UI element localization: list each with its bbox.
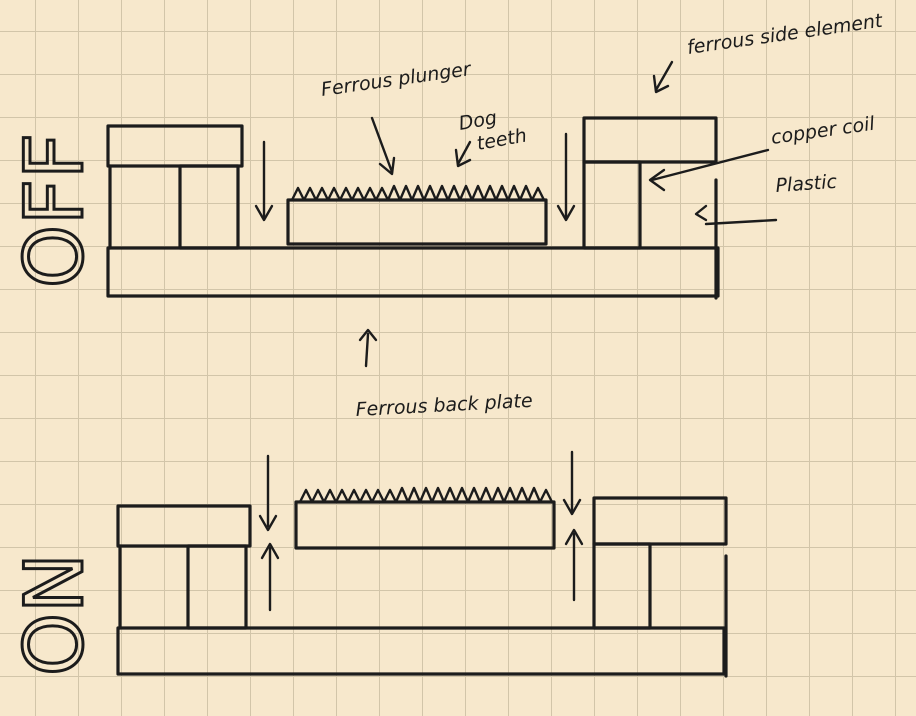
state-label-on: ON — [8, 553, 101, 676]
on-plunger — [294, 500, 556, 550]
plunger-pointer — [370, 116, 396, 176]
label-copper-coil: copper coil — [770, 113, 877, 149]
off-back-plate — [106, 246, 720, 298]
off-right-coil — [582, 160, 642, 250]
dog-teeth-pointer — [454, 140, 472, 168]
off-assembly — [106, 116, 720, 300]
on-back-plate — [116, 626, 726, 676]
state-label-off: OFF — [8, 133, 101, 288]
on-left-coil — [186, 544, 248, 630]
off-plunger — [286, 198, 548, 246]
off-down-arrow-left — [254, 140, 274, 222]
on-gap-arrows-right — [562, 450, 584, 602]
on-dog-teeth — [298, 486, 554, 504]
off-right-side-element — [582, 116, 718, 164]
on-left-side-element — [116, 504, 252, 548]
off-down-arrow-right — [556, 132, 576, 222]
back-plate-pointer — [358, 328, 378, 368]
label-ferrous-plunger: Ferrous plunger — [320, 58, 474, 101]
on-right-side-element — [592, 496, 728, 546]
off-dog-teeth — [290, 184, 546, 202]
plastic-pointer — [694, 204, 778, 226]
on-assembly — [116, 450, 728, 678]
on-gap-arrows-left — [258, 454, 280, 612]
label-ferrous-back-plate: Ferrous back plate — [355, 390, 533, 421]
label-plastic: Plastic — [775, 171, 838, 197]
side-element-pointer — [652, 60, 674, 94]
off-left-coil — [178, 164, 240, 250]
coil-pointer — [648, 148, 770, 192]
on-right-coil — [592, 542, 652, 630]
off-left-side-element — [106, 124, 244, 168]
label-ferrous-side-element: ferrous side element — [686, 10, 886, 59]
